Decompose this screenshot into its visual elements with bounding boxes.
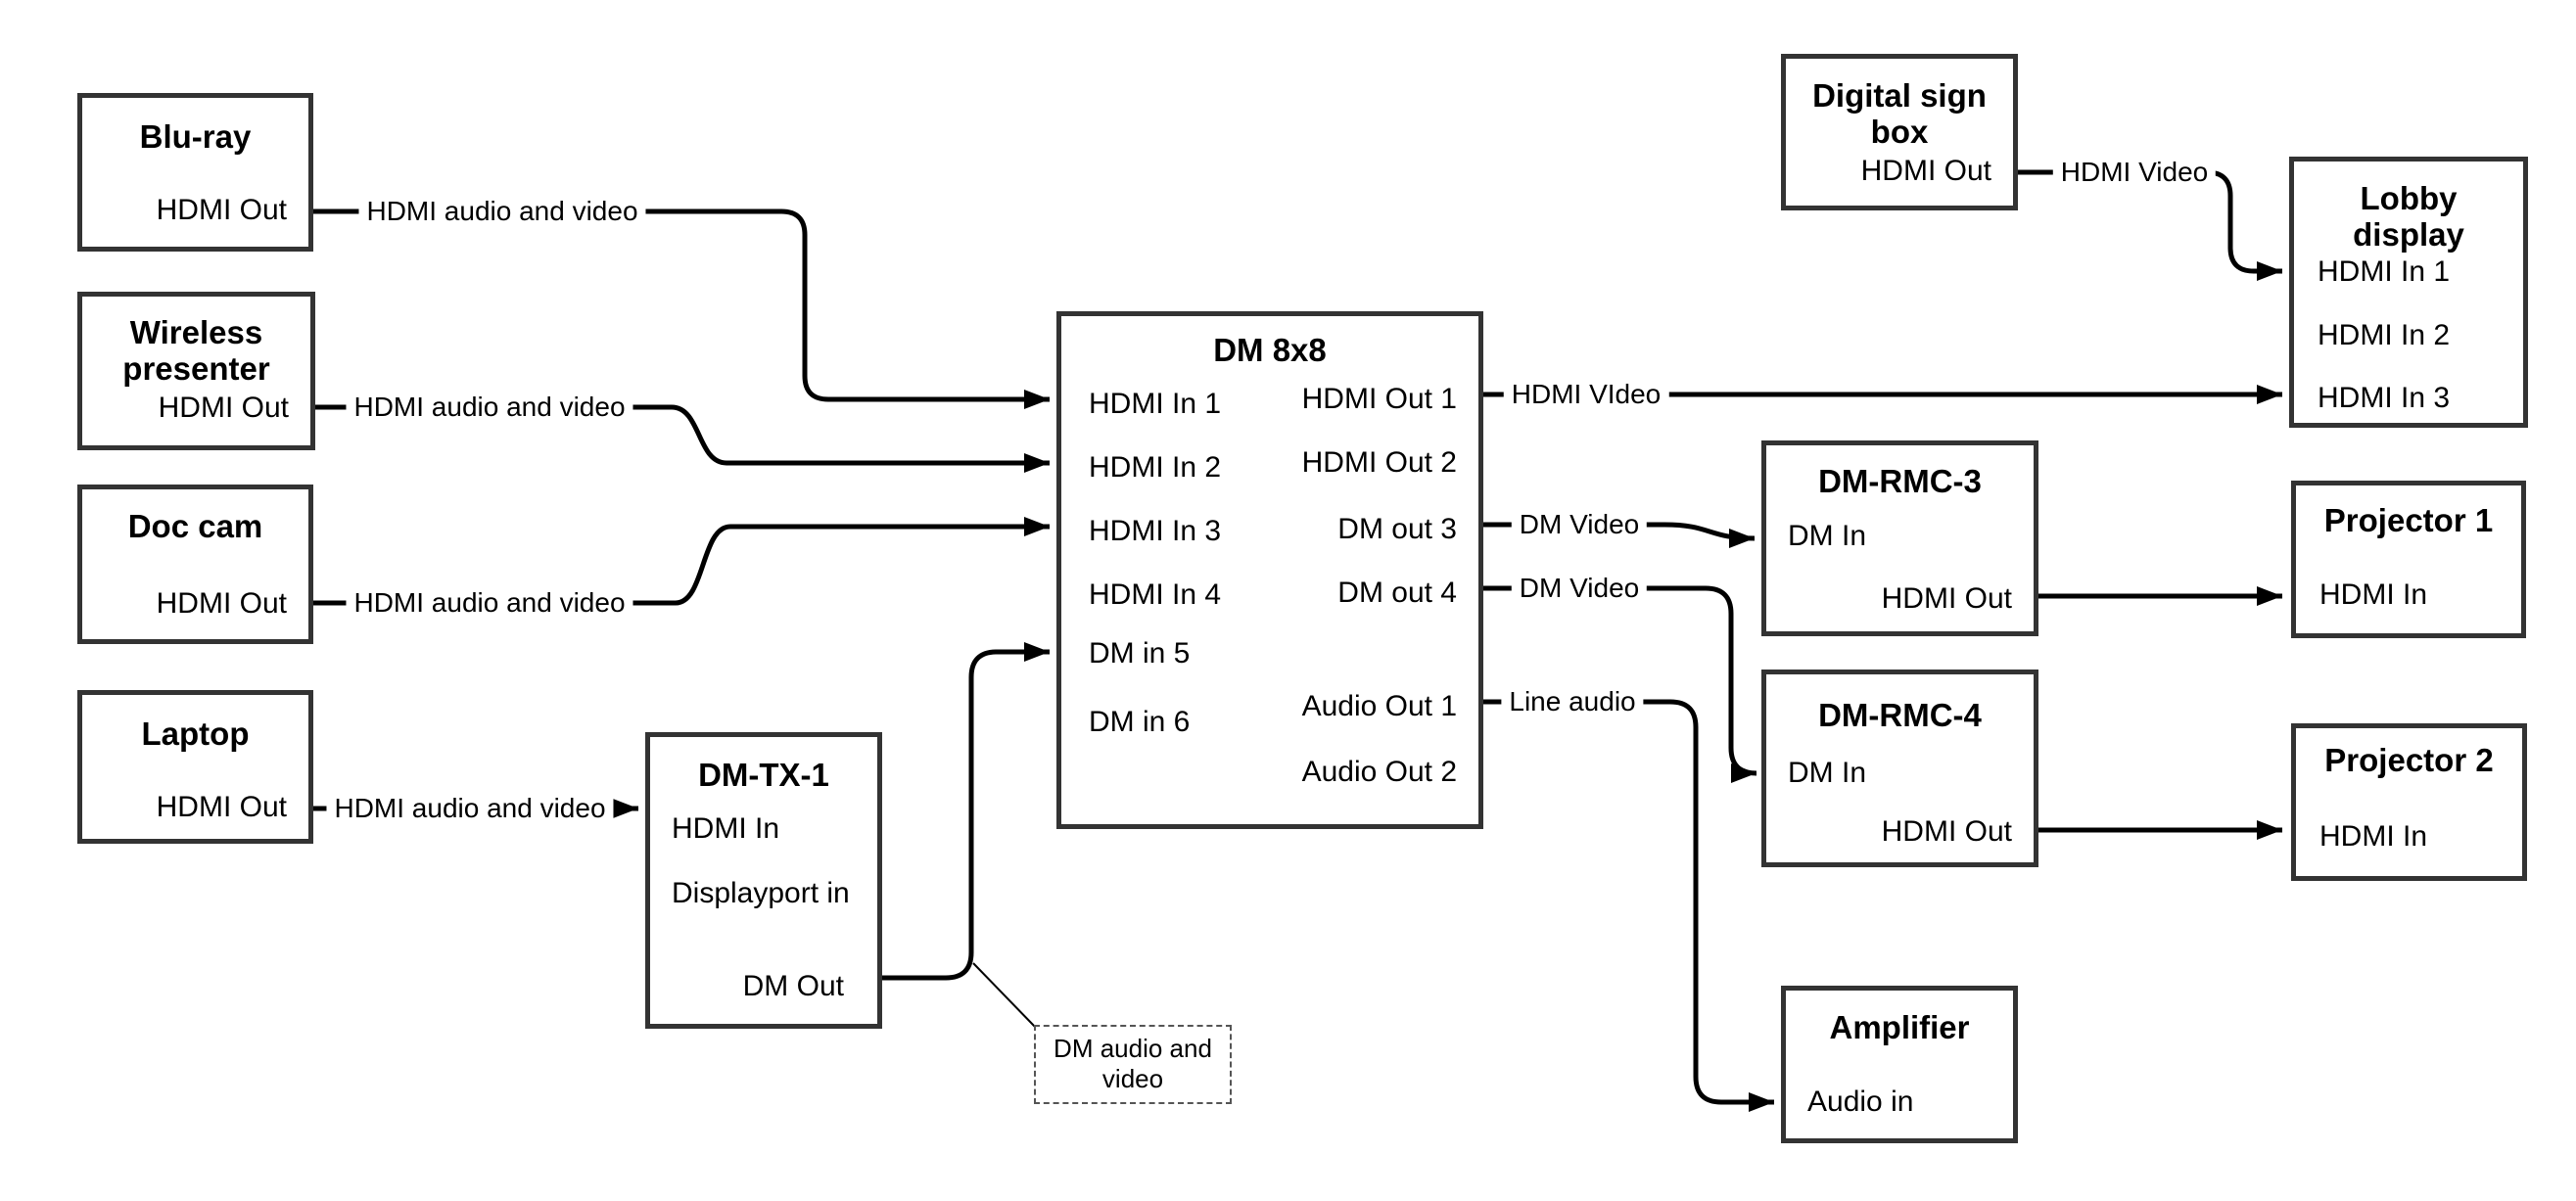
port-hdmi-out: HDMI Out bbox=[1881, 582, 2012, 615]
node-title: Blu-ray bbox=[139, 118, 252, 155]
port-hdmi-out: HDMI Out bbox=[156, 791, 287, 823]
edge-label-dm-out-3: DM Video bbox=[1511, 508, 1648, 541]
port-dm-in: DM In bbox=[1788, 520, 1867, 552]
note-dm-audio-video: DM audio and video bbox=[1034, 1025, 1232, 1104]
port-hdmi-in-4: HDMI In 4 bbox=[1089, 578, 1222, 611]
port-dm-out: DM Out bbox=[742, 970, 844, 1002]
node-title: Lobby display bbox=[2353, 180, 2464, 253]
port-dm-out-4: DM out 4 bbox=[1337, 577, 1457, 609]
port-hdmi-out: HDMI Out bbox=[158, 392, 289, 424]
port-hdmi-out: HDMI Out bbox=[1881, 815, 2012, 848]
edge-label-hdmi-out-1: HDMI VIdeo bbox=[1503, 378, 1669, 411]
port-hdmi-in-3: HDMI In 3 bbox=[1089, 515, 1222, 547]
node-title: DM 8x8 bbox=[1213, 332, 1327, 368]
port-hdmi-out-2: HDMI Out 2 bbox=[1301, 446, 1457, 479]
port-dm-out-3: DM out 3 bbox=[1337, 513, 1457, 545]
node-dm-8x8: DM 8x8 HDMI In 1 HDMI In 2 HDMI In 3 HDM… bbox=[1056, 311, 1483, 829]
port-dm-in: DM In bbox=[1788, 757, 1867, 789]
node-title: Laptop bbox=[141, 716, 250, 752]
node-wireless-presenter: Wireless presenter HDMI Out bbox=[77, 292, 315, 450]
edge-label-doccam: HDMI audio and video bbox=[346, 586, 633, 620]
edge-label-dm-out-4: DM Video bbox=[1511, 572, 1648, 605]
port-hdmi-in-1: HDMI In 1 bbox=[1089, 388, 1222, 420]
note-callout-line bbox=[972, 962, 1037, 1029]
port-audio-out-1: Audio Out 1 bbox=[1301, 690, 1457, 722]
node-title: Doc cam bbox=[127, 508, 263, 544]
node-title: Projector 2 bbox=[2324, 742, 2494, 778]
edge-dm8x8-to-amplifier bbox=[1483, 699, 1774, 1112]
edge-doccam-to-dm8x8 bbox=[313, 517, 1050, 606]
node-title: DM-TX-1 bbox=[698, 757, 829, 793]
node-title: Projector 1 bbox=[2323, 502, 2494, 538]
port-hdmi-in-2: HDMI In 2 bbox=[1089, 451, 1222, 484]
edge-label-laptop: HDMI audio and video bbox=[326, 792, 614, 825]
node-digital-sign-box: Digital sign box HDMI Out bbox=[1781, 54, 2018, 210]
node-blu-ray: Blu-ray HDMI Out bbox=[77, 93, 313, 252]
port-hdmi-in-1: HDMI In 1 bbox=[2318, 255, 2451, 288]
port-hdmi-in-2: HDMI In 2 bbox=[2318, 319, 2451, 351]
node-title: Amplifier bbox=[1829, 1009, 1970, 1045]
node-lobby-display: Lobby display HDMI In 1 HDMI In 2 HDMI I… bbox=[2289, 157, 2528, 428]
edge-bluray-to-dm8x8 bbox=[313, 208, 1050, 409]
node-amplifier: Amplifier Audio in bbox=[1781, 986, 2018, 1143]
node-dm-rmc-3: DM-RMC-3 DM In HDMI Out bbox=[1761, 440, 2038, 636]
port-dm-in-6: DM in 6 bbox=[1089, 706, 1191, 738]
edge-dm8x8-to-dmrmc3 bbox=[1483, 522, 1756, 548]
port-hdmi-in: HDMI In bbox=[672, 812, 780, 845]
edge-label-digitalsign: HDMI Video bbox=[2052, 156, 2217, 189]
node-dm-tx-1: DM-TX-1 HDMI In Displayport in DM Out bbox=[645, 732, 882, 1029]
node-projector-1: Projector 1 HDMI In bbox=[2291, 481, 2526, 638]
node-laptop: Laptop HDMI Out bbox=[77, 690, 313, 844]
edge-digitalsign-to-lobby bbox=[2018, 169, 2282, 281]
port-displayport-in: Displayport in bbox=[672, 877, 850, 909]
edge-dmtx1-to-dm8x8 bbox=[882, 642, 1050, 981]
node-title: Wireless presenter bbox=[122, 314, 270, 387]
node-title: Digital sign box bbox=[1812, 77, 1987, 150]
port-hdmi-out: HDMI Out bbox=[156, 194, 287, 226]
port-hdmi-out: HDMI Out bbox=[156, 587, 287, 620]
edge-label-bluray: HDMI audio and video bbox=[358, 195, 646, 228]
node-title: DM-RMC-3 bbox=[1818, 463, 1982, 499]
port-hdmi-in: HDMI In bbox=[2319, 578, 2428, 611]
edge-dm8x8-to-dmrmc4 bbox=[1483, 585, 1757, 783]
port-hdmi-out: HDMI Out bbox=[1860, 155, 1991, 187]
node-dm-rmc-4: DM-RMC-4 DM In HDMI Out bbox=[1761, 670, 2038, 867]
port-hdmi-in: HDMI In bbox=[2319, 820, 2428, 853]
edge-label-audio-out-1: Line audio bbox=[1501, 685, 1644, 718]
edge-label-wireless: HDMI audio and video bbox=[346, 391, 633, 424]
node-doc-cam: Doc cam HDMI Out bbox=[77, 485, 313, 644]
node-projector-2: Projector 2 HDMI In bbox=[2291, 723, 2527, 881]
port-hdmi-out-1: HDMI Out 1 bbox=[1301, 383, 1457, 415]
port-audio-out-2: Audio Out 2 bbox=[1301, 756, 1457, 788]
edge-wireless-to-dm8x8 bbox=[315, 404, 1050, 473]
port-hdmi-in-3: HDMI In 3 bbox=[2318, 382, 2451, 414]
port-audio-in: Audio in bbox=[1807, 1086, 1914, 1118]
port-dm-in-5: DM in 5 bbox=[1089, 637, 1191, 670]
node-title: DM-RMC-4 bbox=[1818, 697, 1982, 733]
